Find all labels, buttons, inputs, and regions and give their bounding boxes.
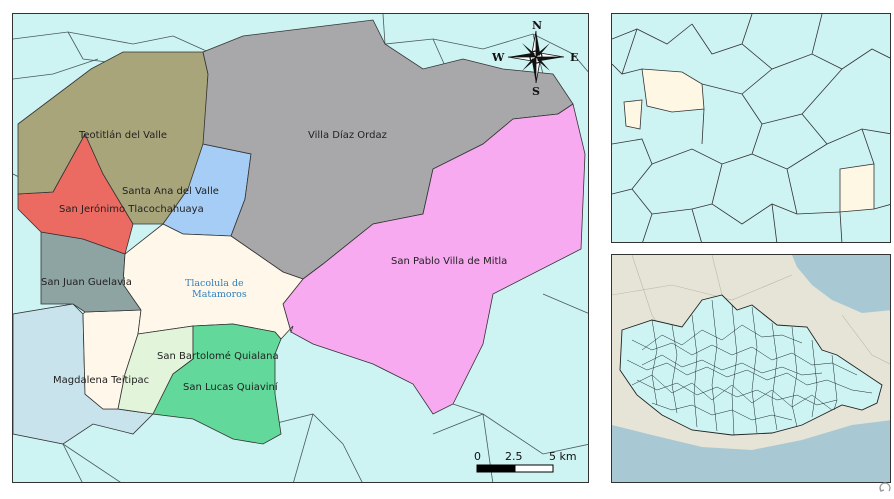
main-map-svg: Teotitlán del Valle Villa Díaz Ordaz San… xyxy=(13,14,588,482)
compass-west: W xyxy=(491,51,505,64)
inset-sea-pacific xyxy=(612,420,890,482)
label-san-jeronimo: San Jerónimo Tlacochahuaya xyxy=(59,203,204,215)
municipality-san-lucas xyxy=(152,323,282,445)
label-san-lucas: San Lucas Quiaviní xyxy=(183,381,279,393)
inset-municipal-mesh xyxy=(626,299,873,436)
compass-south: S xyxy=(532,85,540,98)
label-magdalena: Magdalena Teitipac xyxy=(53,375,149,386)
label-tlacolula-line2: Matamoros xyxy=(192,289,247,300)
municipality-san-pablo xyxy=(282,103,586,415)
inset-region-svg xyxy=(612,14,890,242)
inset-oaxaca-state xyxy=(619,294,883,436)
inset-sea-gulf xyxy=(792,255,890,313)
label-san-bartolome: San Bartolomé Quialana xyxy=(157,350,279,362)
scale-bar: 0 2.5 5 km xyxy=(474,450,577,473)
compass-north: N xyxy=(532,19,542,32)
label-tlacolula-line1: Tlacolula de xyxy=(185,278,244,289)
label-san-pablo: San Pablo Villa de Mitla xyxy=(391,256,507,267)
inset-boundaries xyxy=(612,14,890,242)
compass-rose: N S W E xyxy=(491,19,578,98)
inset-state-svg xyxy=(612,255,890,482)
scale-label-0: 0 xyxy=(474,450,481,463)
label-santa-ana: Santa Ana del Valle xyxy=(122,186,219,197)
label-teotitlan: Teotitlán del Valle xyxy=(78,129,167,141)
compass-star-icon xyxy=(507,30,565,84)
municipality-tlacolula xyxy=(122,223,304,340)
inset-region-map xyxy=(611,13,891,243)
inset-state-map xyxy=(611,254,891,483)
scale-label-2-5: 2.5 xyxy=(505,450,523,463)
inset-highlight-south xyxy=(839,163,875,213)
refresh-icon xyxy=(879,482,891,492)
label-villa-diaz: Villa Díaz Ordaz xyxy=(308,129,387,141)
compass-east: E xyxy=(570,51,578,64)
main-map: Teotitlán del Valle Villa Díaz Ordaz San… xyxy=(12,13,589,483)
scale-label-5km: 5 km xyxy=(549,450,577,463)
inset-highlight-west xyxy=(623,99,643,130)
label-san-juan: San Juan Guelavia xyxy=(41,277,132,288)
